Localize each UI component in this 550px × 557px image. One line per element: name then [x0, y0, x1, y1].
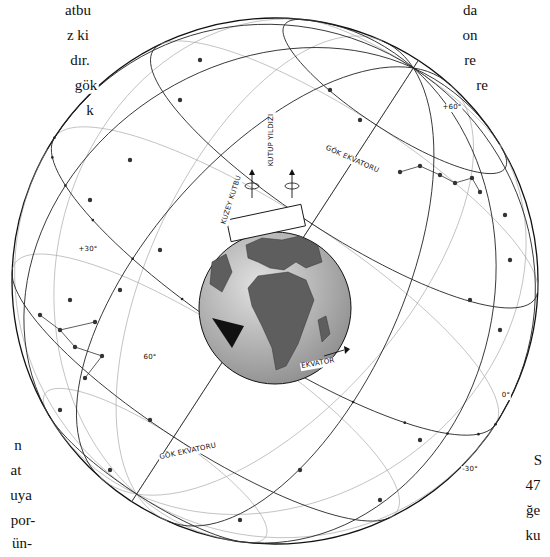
arrow-head — [249, 169, 255, 175]
pointer-line — [324, 350, 344, 356]
equator-tick — [64, 184, 67, 187]
continent — [210, 254, 232, 292]
equator-tick — [181, 298, 184, 301]
grid-line — [47, 24, 535, 424]
constellation-line — [40, 315, 102, 378]
star — [503, 213, 507, 217]
grid-line — [502, 147, 507, 168]
body-text-fragment: ün- — [11, 535, 33, 552]
back-grid-line — [15, 149, 496, 538]
body-text-fragment: S — [533, 452, 543, 469]
star — [178, 98, 182, 102]
axis-line — [252, 172, 253, 198]
grid-line — [65, 48, 499, 186]
star — [108, 468, 112, 472]
degree-label: +30° — [77, 246, 98, 254]
degree-label: 0° — [501, 392, 511, 400]
star — [148, 418, 152, 422]
arrow-head — [289, 169, 295, 175]
body-text-fragment: z ki — [66, 27, 90, 44]
grid-line — [353, 41, 434, 402]
degree-label: 60° — [142, 354, 157, 362]
grid-line — [168, 402, 354, 526]
body-text-fragment: n — [13, 437, 23, 454]
star — [358, 118, 362, 122]
star — [198, 58, 202, 62]
sky-band — [227, 204, 306, 241]
body-text-fragment: gök — [74, 77, 99, 94]
star — [68, 298, 72, 302]
body-text-fragment: k — [85, 102, 95, 119]
continent — [248, 272, 314, 370]
body-text-fragment: por- — [10, 512, 37, 529]
body-text-fragment: ku — [525, 527, 542, 544]
back-grid-line — [50, 144, 526, 514]
body-text-fragment: on — [462, 27, 479, 44]
continent — [246, 236, 322, 270]
body-text-fragment: 47 — [525, 477, 542, 494]
body-text-fragment: at — [10, 462, 23, 479]
pole-label: KUZEY KUTBU — [220, 174, 244, 227]
arrow-head — [344, 346, 350, 354]
body-text-fragment: ğe — [525, 502, 541, 519]
continent — [318, 316, 330, 342]
circle-label: GÖK EKVATORU — [323, 144, 381, 175]
body-text-fragment: da — [462, 2, 478, 19]
star — [58, 408, 62, 412]
star — [468, 298, 472, 302]
star — [88, 198, 92, 202]
star — [238, 518, 242, 522]
star — [328, 88, 332, 92]
back-grid-line — [309, 20, 502, 147]
equator-tick — [446, 432, 449, 435]
star — [158, 248, 162, 252]
sphere-outline — [12, 18, 538, 544]
degree-label: +60° — [441, 104, 462, 112]
star — [498, 328, 502, 332]
body-text-fragment: atbu — [64, 2, 92, 19]
grid-line — [51, 135, 495, 435]
grid-line — [241, 434, 447, 543]
back-grid-line — [99, 85, 473, 495]
star — [508, 258, 512, 262]
body-text-fragment: dır. — [69, 52, 91, 69]
axis-line — [292, 172, 293, 198]
star — [418, 438, 422, 442]
back-grid-line — [132, 60, 418, 501]
star — [298, 468, 302, 472]
grid-line — [24, 185, 66, 417]
grid-line — [76, 259, 132, 477]
equator-label: EKVATOR — [300, 357, 336, 371]
earth — [199, 232, 351, 384]
body-text-fragment: re — [475, 77, 489, 94]
equator-tick — [477, 433, 480, 436]
direction-arrow — [212, 318, 244, 348]
star — [118, 288, 122, 292]
constellation-line — [60, 322, 95, 330]
circle-label: GÖK EKVATORU — [158, 442, 218, 462]
equator-tick — [494, 423, 497, 426]
star — [128, 158, 132, 162]
back-grid-line — [57, 127, 499, 424]
grid-line — [283, 19, 505, 173]
equator-tick — [352, 401, 355, 404]
grid-line — [48, 415, 241, 542]
star-label: KUTUP YILDIZI — [268, 113, 276, 168]
equator-tick — [403, 421, 406, 424]
body-text-fragment: uya — [9, 487, 33, 504]
equator-tick — [131, 258, 134, 261]
degree-label: -30° — [461, 466, 479, 474]
equator-tick — [51, 156, 54, 159]
star — [378, 498, 382, 502]
grid-line — [133, 67, 451, 259]
equator-tick — [92, 219, 95, 222]
equator-tick — [53, 136, 56, 139]
grid-line — [309, 20, 497, 433]
constellation-line — [400, 166, 480, 192]
body-text-fragment: re — [463, 52, 477, 69]
